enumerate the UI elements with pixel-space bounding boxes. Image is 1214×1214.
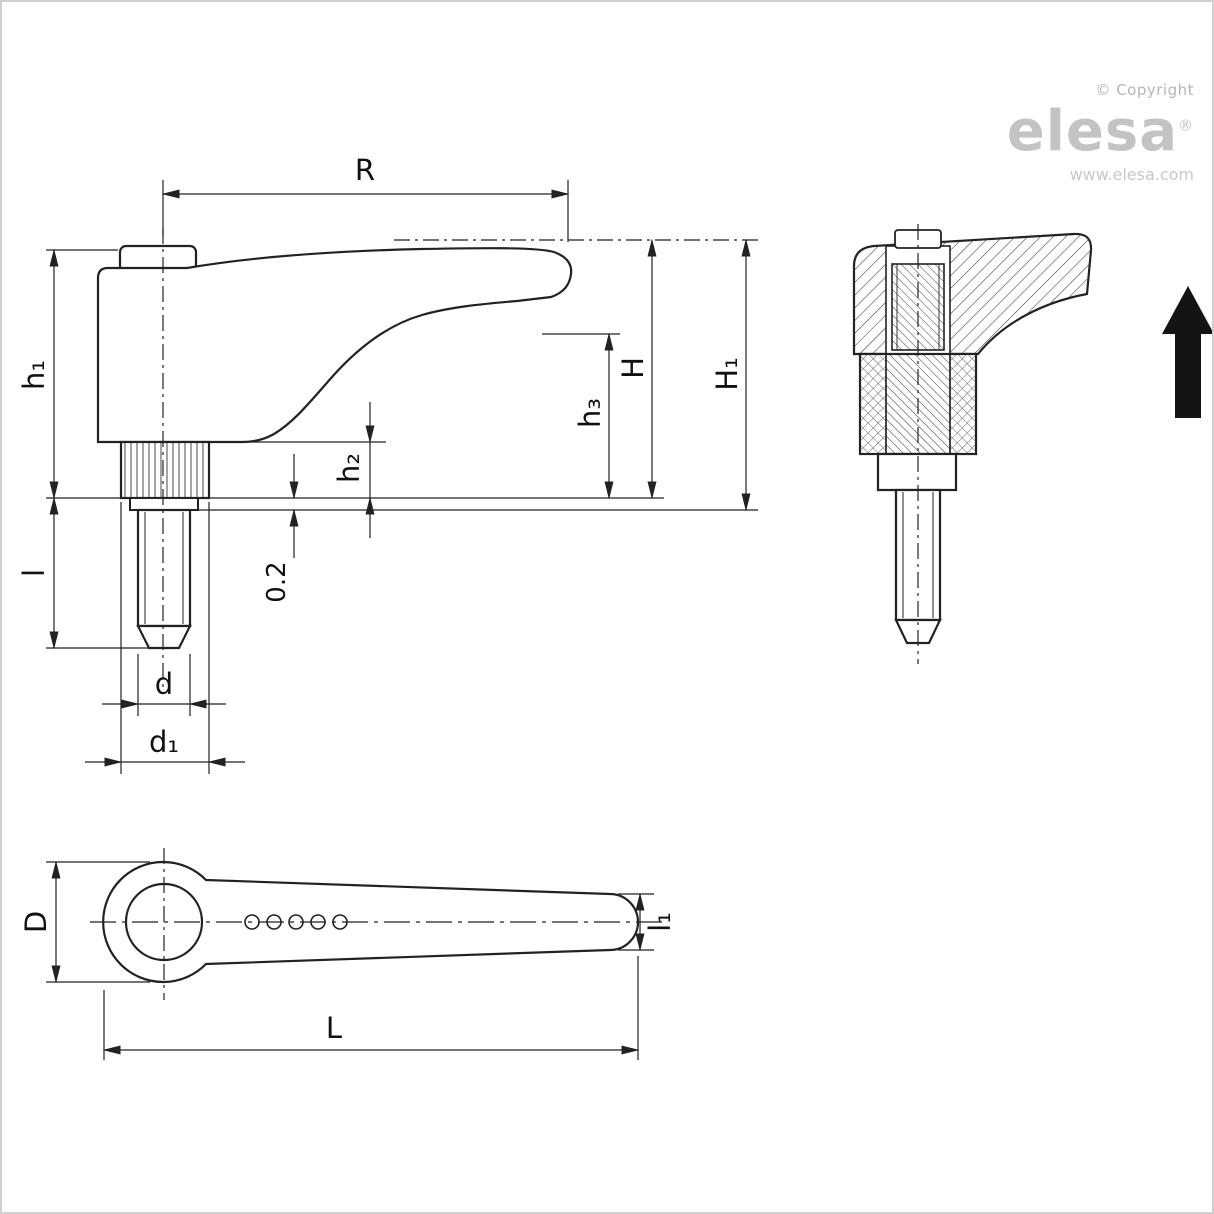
dim-label-l1: l₁ <box>643 912 677 932</box>
side-view: R h₁ l h₃ H H₁ <box>17 153 758 774</box>
dim-label-H: H <box>616 357 650 379</box>
top-view: D l₁ L <box>19 848 677 1060</box>
dim-label-h3: h₃ <box>573 398 607 428</box>
website-url: www.elesa.com <box>1069 165 1194 185</box>
stud-chamfer-tip <box>136 624 192 650</box>
dim-label-D: D <box>19 911 53 933</box>
lever-body <box>96 247 573 444</box>
copyright-text: © Copyright <box>1095 81 1194 99</box>
dim-label-R: R <box>355 153 375 187</box>
threaded-stud <box>136 508 192 628</box>
dim-label-h1: h₁ <box>17 360 51 390</box>
nut-knurl-right <box>949 353 977 455</box>
elesa-logo: elesa® <box>1006 98 1194 164</box>
section-view <box>852 224 1093 664</box>
dim-label-tolerance: 0.2 <box>262 561 292 602</box>
brand-block: © Copyright elesa® www.elesa.com <box>1007 82 1194 184</box>
dim-label-d: d <box>155 667 173 701</box>
elesa-logo-text: elesa <box>1006 98 1178 164</box>
nut-knurl-left <box>859 353 887 455</box>
dim-label-l: l <box>17 569 51 577</box>
knurl-texture <box>122 443 208 497</box>
dim-label-h2: h₂ <box>332 453 366 483</box>
up-arrow-icon <box>1162 286 1212 418</box>
dim-label-L: L <box>326 1011 342 1045</box>
dim-label-d1: d₁ <box>149 725 179 759</box>
collar-section <box>876 452 958 492</box>
registered-mark: ® <box>1178 115 1194 134</box>
dim-label-H1: H₁ <box>710 357 744 390</box>
collar-washer <box>129 497 199 511</box>
